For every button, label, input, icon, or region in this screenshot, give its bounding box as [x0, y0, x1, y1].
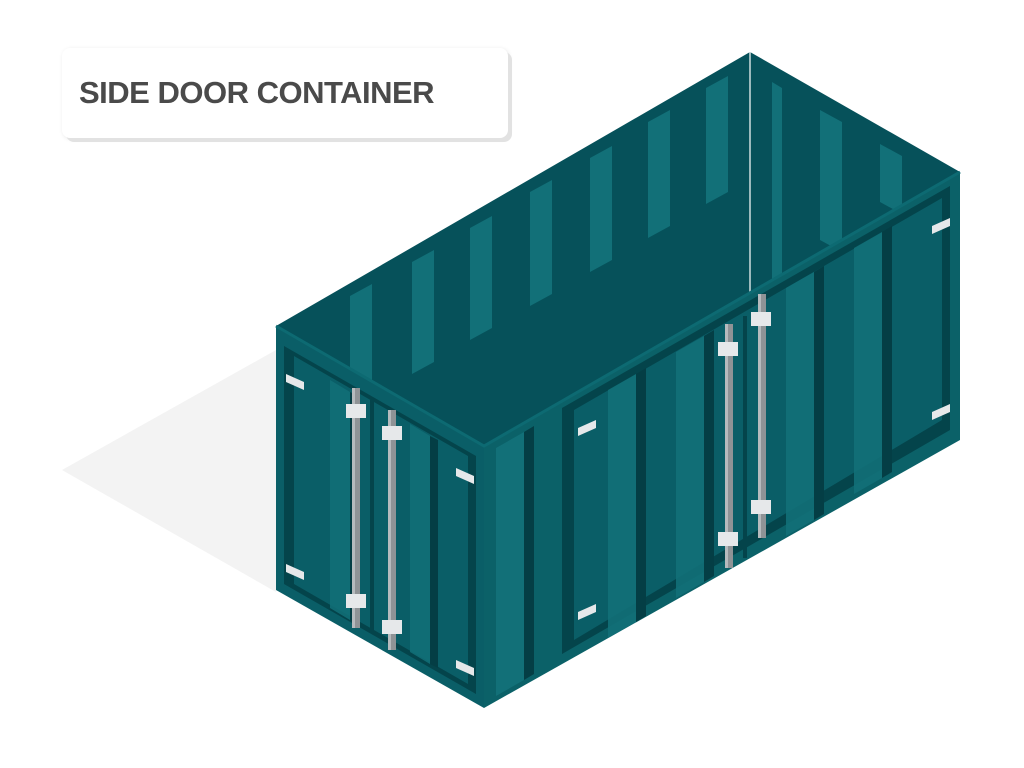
- long-side-ribs: [496, 426, 534, 696]
- side-locking-bars: [718, 294, 771, 568]
- back-wall-ribs: [350, 52, 902, 408]
- title-text: SIDE DOOR CONTAINER: [79, 75, 435, 110]
- container-top-rim: [275, 170, 961, 448]
- end-door-panel: [284, 346, 476, 694]
- end-locking-bars: [346, 388, 402, 650]
- floor-shadow: [62, 350, 276, 592]
- title-card: SIDE DOOR CONTAINER: [62, 48, 508, 138]
- door-hinges: [286, 218, 950, 676]
